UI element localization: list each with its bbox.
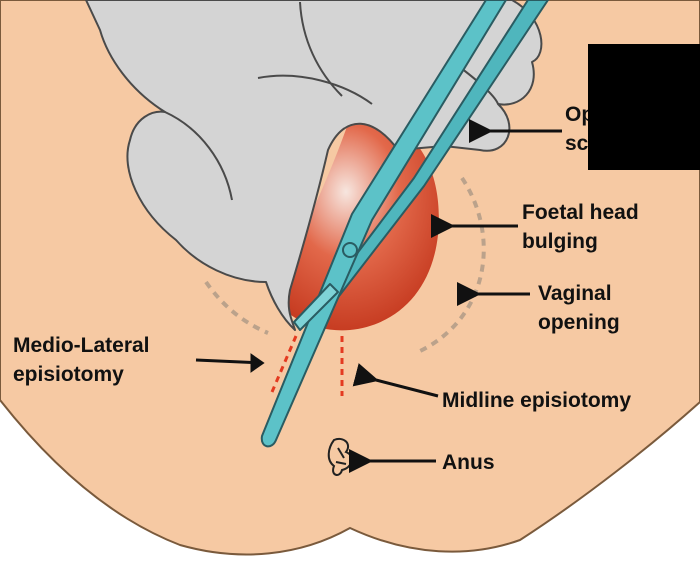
label-anus: Anus [442,451,495,474]
label-medio-lateral-episiotomy: Medio-Lateral episiotomy [13,334,150,386]
glove-finger-crease [299,1,343,97]
gloved-hand [85,0,543,331]
label-vaginal-opening: Vaginal opening [538,282,620,334]
vaginal-opening-outline-left [204,280,269,335]
anus-icon [327,438,353,476]
scissors-blade-lower [260,0,507,448]
scissors-pivot [342,242,358,258]
scissors-tip [293,283,339,331]
arrow-right-icon [195,353,265,373]
label-midline-episiotomy: Midline episiotomy [442,389,632,412]
label-foetal-head: Foetal head bulging [522,201,639,253]
redaction-box [588,44,700,170]
scissors [260,0,549,448]
label-scissors: Op sc [565,103,595,155]
glove-finger-crease [164,111,233,201]
arrow-left-icon [352,363,439,398]
glove-finger-crease [257,74,373,105]
